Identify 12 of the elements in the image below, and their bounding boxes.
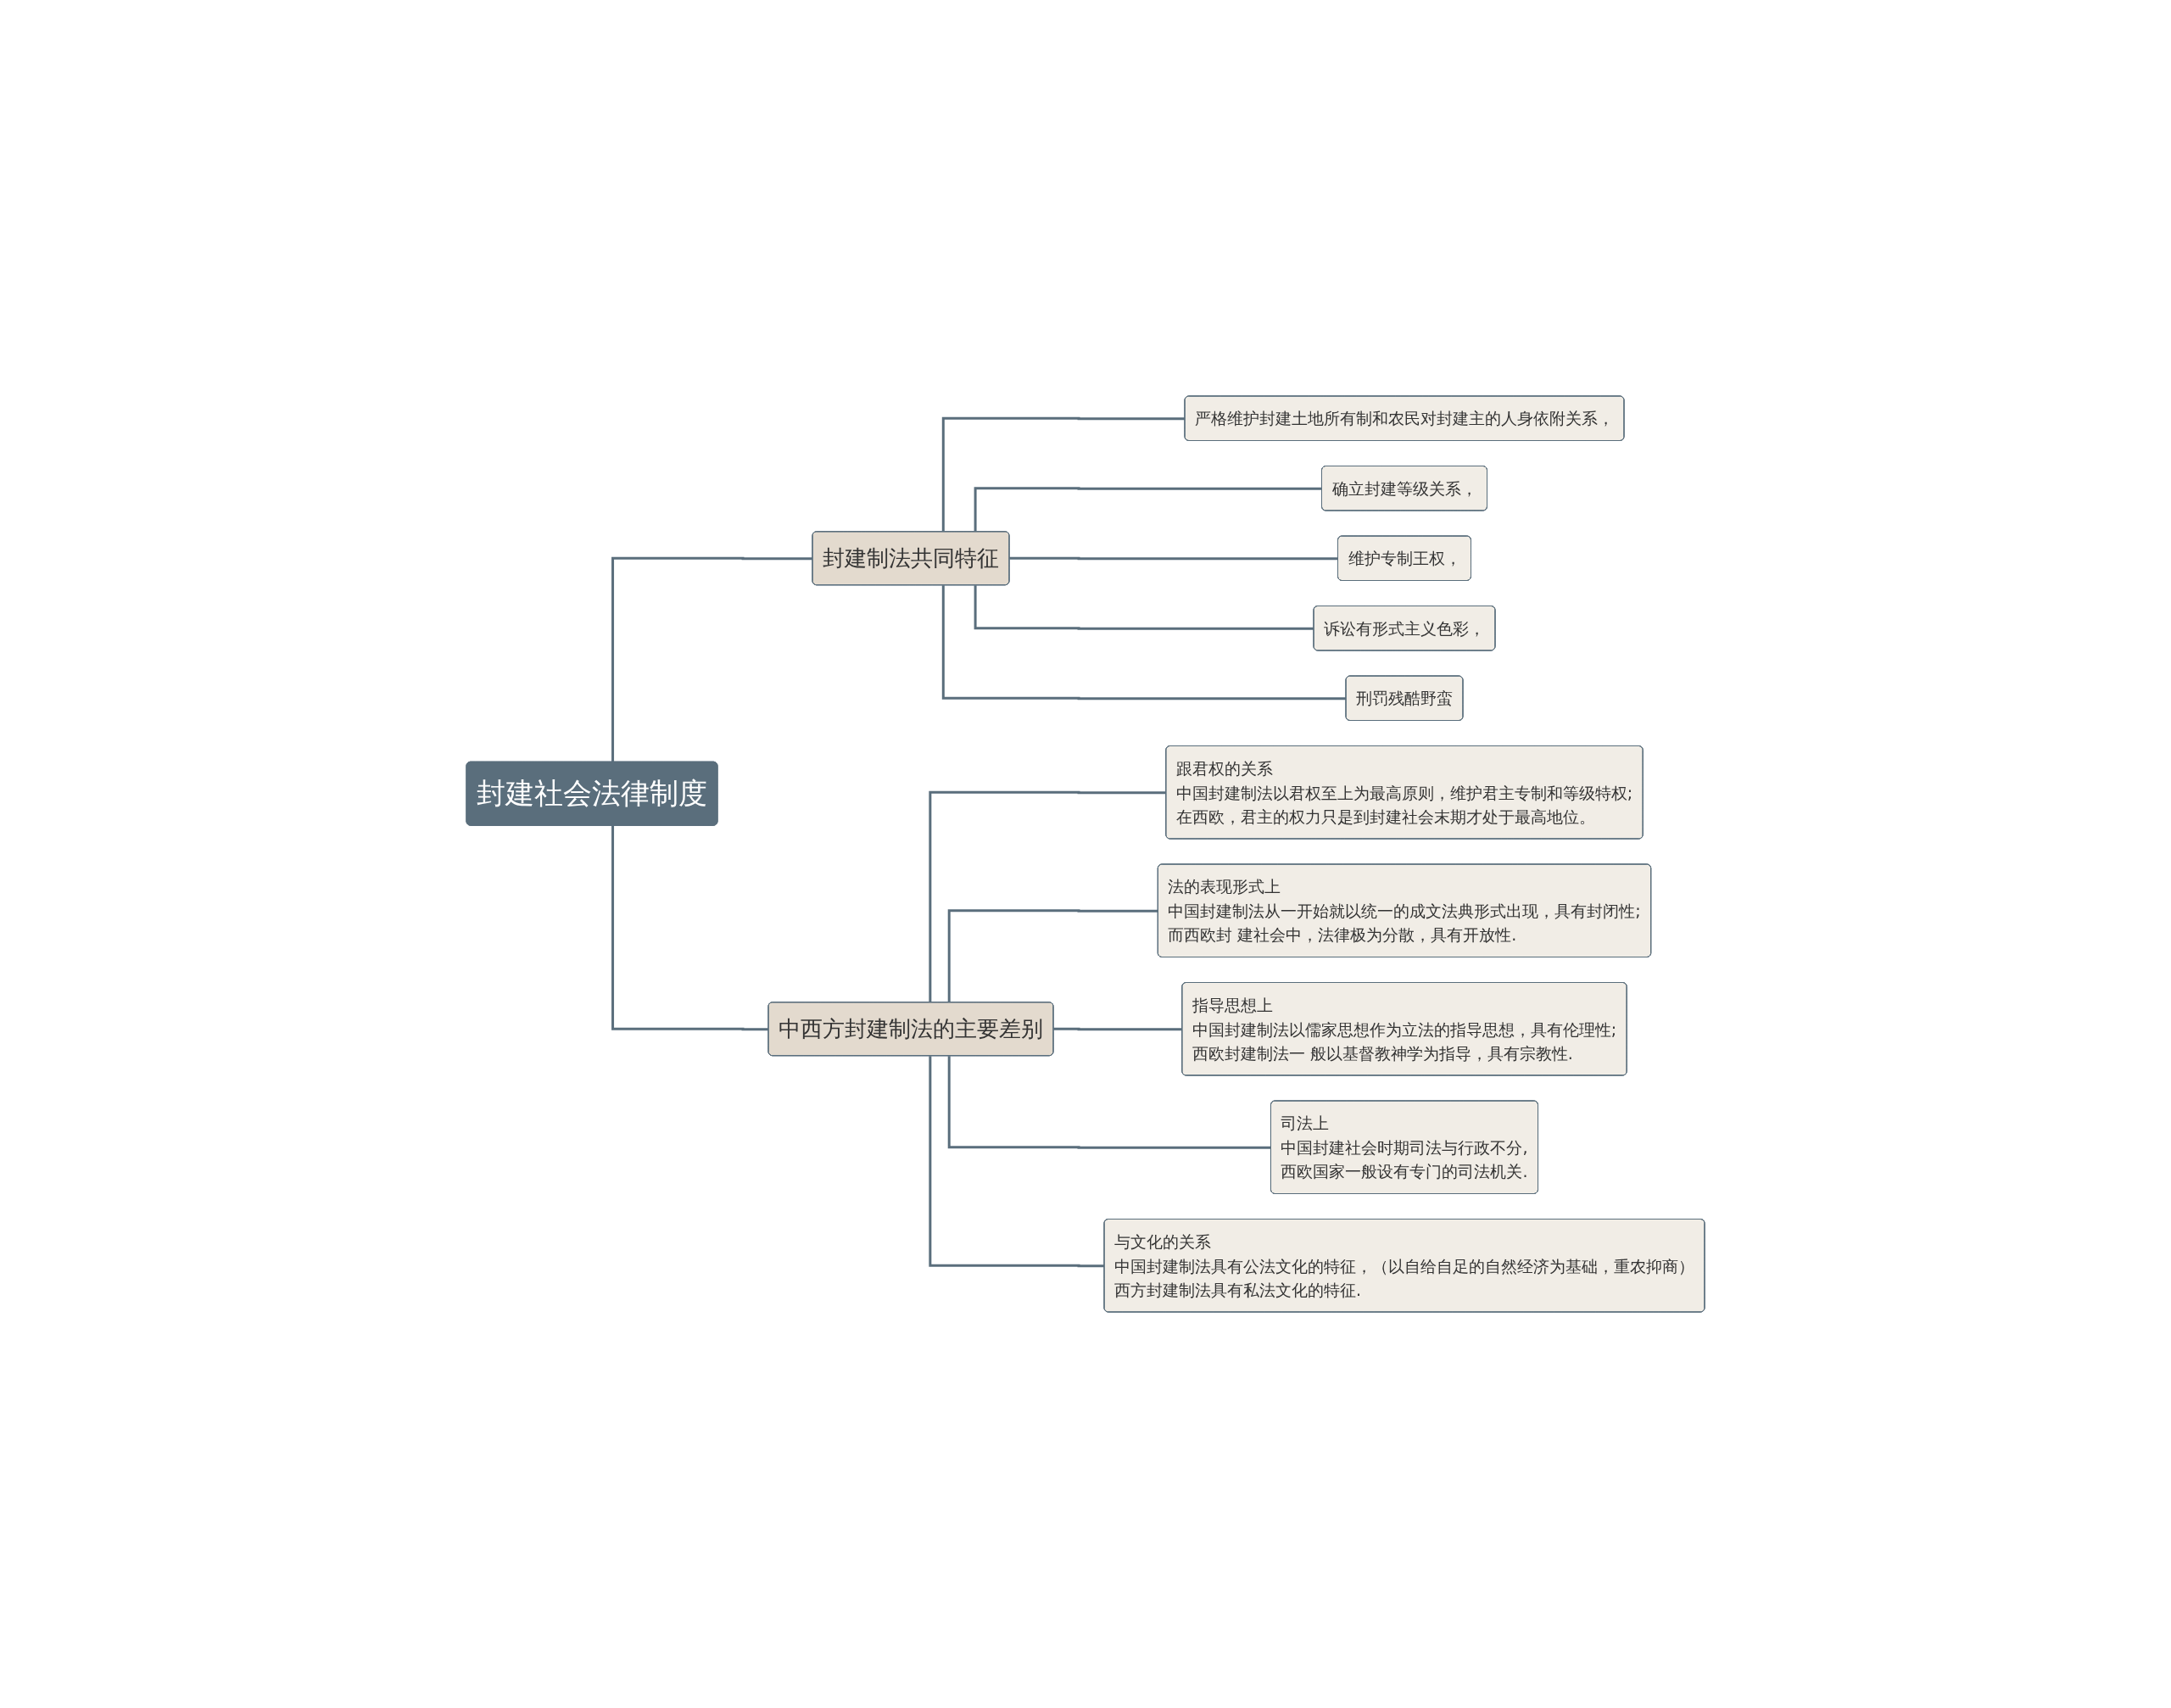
connector [947, 1056, 1271, 1149]
connector [611, 556, 813, 762]
connector [974, 487, 1322, 533]
connector [941, 416, 1186, 533]
connector [611, 825, 769, 1031]
connector [1008, 556, 1338, 561]
connector [974, 585, 1314, 630]
connector [929, 1056, 1105, 1268]
connector [1052, 1027, 1183, 1031]
connector [947, 909, 1158, 1003]
connector [941, 585, 1347, 701]
connector [929, 790, 1167, 1003]
